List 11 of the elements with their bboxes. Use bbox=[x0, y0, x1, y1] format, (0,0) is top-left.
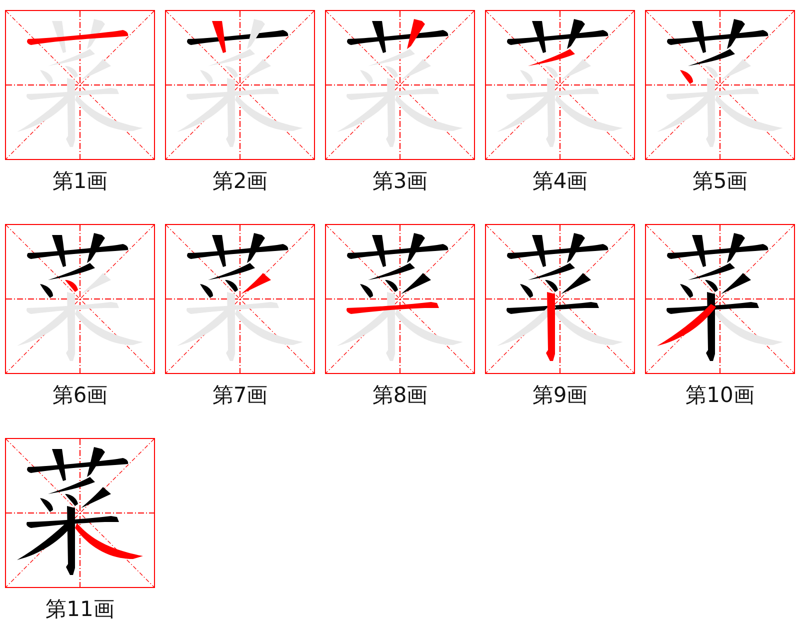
stroke-caption: 第6画 bbox=[52, 382, 108, 408]
stroke-caption: 第2画 bbox=[212, 168, 268, 194]
stroke-caption: 第9画 bbox=[532, 382, 588, 408]
stroke-caption: 第10画 bbox=[686, 382, 754, 408]
stroke-caption: 第1画 bbox=[52, 168, 108, 194]
stroke-caption: 第7画 bbox=[212, 382, 268, 408]
stroke-caption: 第3画 bbox=[372, 168, 428, 194]
stroke-caption: 第4画 bbox=[532, 168, 588, 194]
stroke-caption: 第5画 bbox=[692, 168, 748, 194]
stroke-caption: 第8画 bbox=[372, 382, 428, 408]
stroke-caption: 第11画 bbox=[46, 596, 114, 622]
